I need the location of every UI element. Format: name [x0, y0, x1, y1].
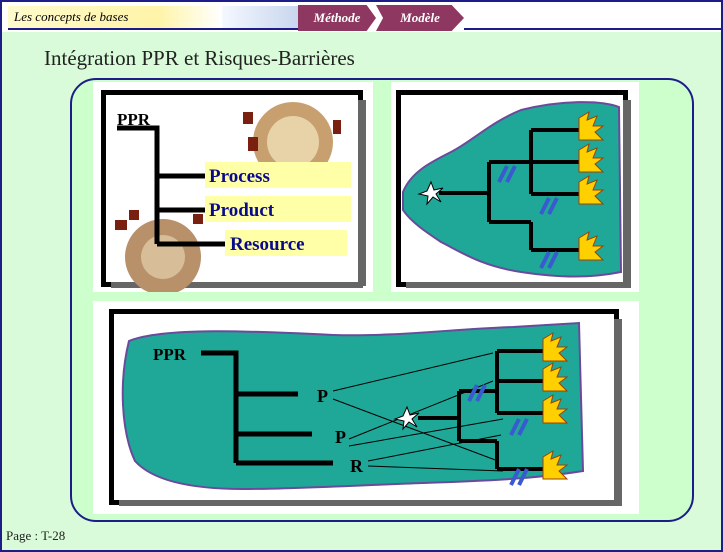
page-title: Intégration PPR et Risques-Barrières — [44, 46, 355, 70]
header-rule — [464, 28, 721, 30]
page-number: Page : T-28 — [6, 528, 66, 543]
tree-root-label: PPR — [117, 110, 151, 129]
ppr-tile: PPR Process Product Resource — [93, 82, 373, 295]
tab-methode[interactable]: Méthode — [298, 5, 376, 31]
consequence-burst-icon — [578, 110, 605, 261]
consequence-burst-icon — [542, 331, 569, 480]
combined-tile: PPR P P R — [93, 301, 639, 514]
combined-diagram: PPR P P R — [109, 309, 622, 506]
risk-barrier-diagram — [396, 90, 631, 288]
tree-item: Resource — [230, 234, 305, 255]
hazard-star-icon — [393, 405, 420, 431]
hazard-star-icon — [417, 180, 444, 206]
section-label: Les concepts de bases — [8, 6, 222, 30]
tree-item: Product — [209, 200, 275, 221]
barrier-icon — [497, 165, 559, 269]
section-label-text: Les concepts de bases — [14, 9, 129, 24]
tree-item: Process — [209, 166, 270, 187]
tree-item: P — [335, 427, 346, 447]
tree-item: P — [317, 386, 328, 406]
tab-modele[interactable]: Modèle — [376, 5, 464, 31]
ppr-diagram: PPR Process Product Resource — [101, 90, 366, 295]
barrier-icon — [467, 384, 529, 486]
header-gradient — [222, 6, 298, 30]
tree-root-label: PPR — [153, 345, 187, 364]
tree-item: R — [350, 456, 364, 476]
risk-barrier-tile — [391, 82, 639, 292]
header-bar: Les concepts de bases Méthode Modèle — [2, 2, 721, 32]
